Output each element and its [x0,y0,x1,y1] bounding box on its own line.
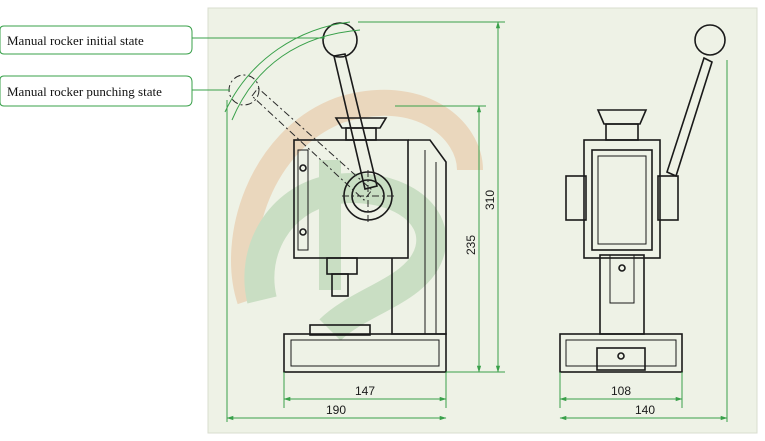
rocker-handle-initial [333,53,378,190]
dim-147: 147 [355,384,375,398]
side-rocker-knob [694,24,726,56]
front-die-block [309,324,371,336]
dimensions: 147 190 235 310 108 140 [226,21,728,422]
dim-310: 310 [483,190,497,210]
callout-initial-label: Manual rocker initial state [7,33,144,48]
callout-initial: Manual rocker initial state [0,25,325,55]
dim-108: 108 [611,384,631,398]
side-view [559,24,726,373]
side-rocker-handle [666,56,713,178]
callout-punching-label: Manual rocker punching state [7,84,162,99]
front-column [391,139,447,335]
rocker-handle-punching [251,87,373,201]
dim-190: 190 [326,403,346,417]
dim-140: 140 [635,403,655,417]
dim-235: 235 [464,235,478,255]
front-top-nut [334,117,388,129]
front-view [224,21,447,373]
callout-punching: Manual rocker punching state [0,75,230,107]
front-base [283,333,447,373]
logo-watermark-icon [231,89,483,342]
